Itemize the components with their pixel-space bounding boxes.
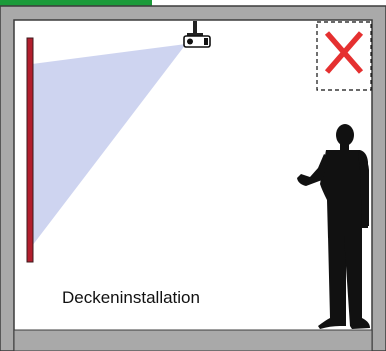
top-tab — [0, 0, 152, 7]
room-walls — [0, 5, 386, 351]
projection-screen — [26, 37, 34, 263]
person-silhouette — [297, 124, 370, 329]
prohibited-cross-icon — [316, 21, 372, 91]
caption-text: Deckeninstallation — [62, 288, 200, 307]
projector-beam — [32, 44, 186, 246]
projector-icon — [183, 21, 211, 48]
floor — [13, 329, 373, 351]
